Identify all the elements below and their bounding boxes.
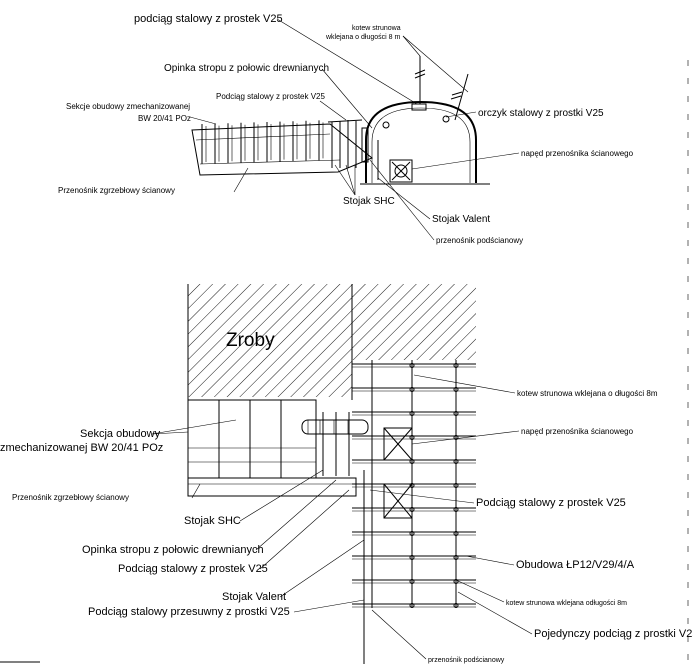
bottom-face-conveyor (187, 477, 357, 497)
top-anchor-rods (414, 56, 469, 121)
label-bottom-naped: napęd przenośnika ścianowego (521, 427, 634, 436)
label-top-orczyk: orczyk stalowy z prostki V25 (478, 108, 604, 119)
label-bottom-stojak-shc: Stojak SHC (184, 515, 241, 527)
label-bottom-kotew-odl: kotew strunowa wklejana odługości 8m (506, 600, 627, 607)
top-props (327, 119, 379, 180)
label-top-podciag-v25: podciąg stalowy z prostek V25 (134, 13, 283, 25)
top-cross-section: podciąg stalowy z prostek V25 kotew stru… (58, 13, 634, 245)
label-top-opinka: Opinka stropu z połowic drewnianych (164, 63, 329, 74)
label-top-kotew-2: wklejana o długości 8 m (325, 34, 400, 41)
label-bottom-podciag-right: Podciąg stalowy z prostek V25 (476, 497, 626, 509)
label-bottom-przenosnik-pod: przenośnik podścianowy (428, 657, 505, 664)
label-bottom-kotew-8m: kotew strunowa wklejana o długości 8m (517, 389, 658, 398)
label-bottom-podciag-przesuwny: Podciąg stalowy przesuwny z prostki V25 (88, 606, 290, 618)
label-top-przenosnik-zgrz: Przenośnik zgrzebłowy ścianowy (58, 186, 175, 195)
bottom-roof-bars (301, 412, 369, 476)
label-top-sekcje-1: Sekcje obudowy zmechanizowanej (66, 102, 190, 111)
label-top-stojak-valent: Stojak Valent (432, 214, 490, 225)
label-bottom-podciag-left: Podciąg stalowy z prostek V25 (118, 563, 268, 575)
roadway-rings (352, 363, 476, 608)
top-drive-unit (389, 159, 413, 183)
label-bottom-pojedynczy: Pojedynczy podciąg z prostki V25 (534, 628, 693, 640)
label-bottom-opinka: Opinka stropu z połowic drewnianych (82, 544, 264, 556)
bottom-drive-unit (383, 427, 413, 519)
label-bottom-stojak-valent: Stojak Valent (222, 591, 286, 603)
label-bottom-obudowa: Obudowa ŁP12/V29/4/A (516, 559, 635, 571)
bottom-plan-view: Zroby (0, 284, 693, 664)
label-top-sekcje-2: BW 20/41 POz (138, 114, 191, 123)
label-top-naped: napęd przenośnika ścianowego (521, 149, 634, 158)
top-shield-sections (201, 120, 324, 164)
roadway-longitudinals (363, 360, 457, 664)
label-bottom-przenosnik-zgrz: Przenośnik zgrzebłowy ścianowy (12, 493, 129, 502)
label-top-stojak-shc: Stojak SHC (343, 196, 395, 207)
label-top-kotew-1: kotew strunowa (352, 25, 401, 32)
label-top-podciag-mid: Podciąg stalowy z prostek V25 (216, 92, 325, 101)
label-zroby: Zroby (226, 330, 275, 351)
label-bottom-sekcja-1: Sekcja obudowy (80, 428, 161, 440)
label-top-przenosnik-pod: przenośnik podścianowy (436, 236, 523, 245)
bottom-shield-sections (187, 399, 317, 479)
goaf-area (187, 284, 476, 400)
label-bottom-sekcja-2: zmechanizowanej BW 20/41 POz (0, 442, 163, 454)
